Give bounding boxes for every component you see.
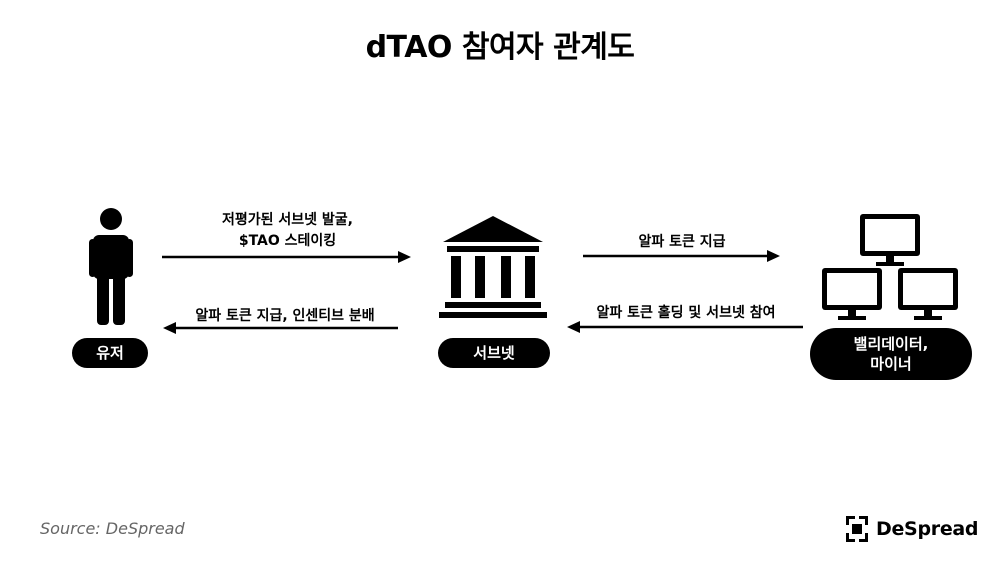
page-title: dTAO 참여자 관계도 — [365, 30, 635, 65]
subnet-node: 서브넷 — [438, 338, 550, 368]
arrow-subnet-to-validator — [583, 250, 780, 262]
edge-label-staking: 저평가된 서브넷 발굴, $TAO 스테이킹 — [165, 210, 410, 252]
edge-label-staking-line2: $TAO 스테이킹 — [238, 233, 337, 249]
user-node-label: 유저 — [96, 344, 124, 362]
despread-logo-icon — [846, 516, 868, 542]
edge-label-alpha-payment: 알파 토큰 지급 — [638, 234, 726, 250]
arrow-user-to-subnet — [162, 251, 411, 263]
edge-label-reward: 알파 토큰 지급, 인센티브 분배 — [195, 308, 375, 324]
validator-node: 밸리데이터, 마이너 — [810, 328, 972, 380]
user-node: 유저 — [72, 338, 148, 368]
brand-logo: DeSpread — [846, 514, 979, 544]
edge-label-holding: 알파 토큰 홀딩 및 서브넷 참여 — [596, 305, 776, 321]
validator-node-label-line1: 밸리데이터, — [853, 335, 929, 353]
subnet-node-label: 서브넷 — [473, 344, 515, 362]
validator-node-label-line2: 마이너 — [870, 355, 912, 373]
arrow-subnet-to-user — [163, 322, 398, 334]
institution-icon — [439, 216, 547, 318]
edge-label-staking-line1: 저평가된 서브넷 발굴, — [222, 212, 353, 228]
source-caption: Source: DeSpread — [40, 519, 185, 538]
computers-icon — [822, 214, 958, 320]
person-icon — [89, 208, 133, 325]
arrow-validator-to-subnet — [567, 321, 803, 333]
brand-name: DeSpread — [876, 518, 979, 540]
